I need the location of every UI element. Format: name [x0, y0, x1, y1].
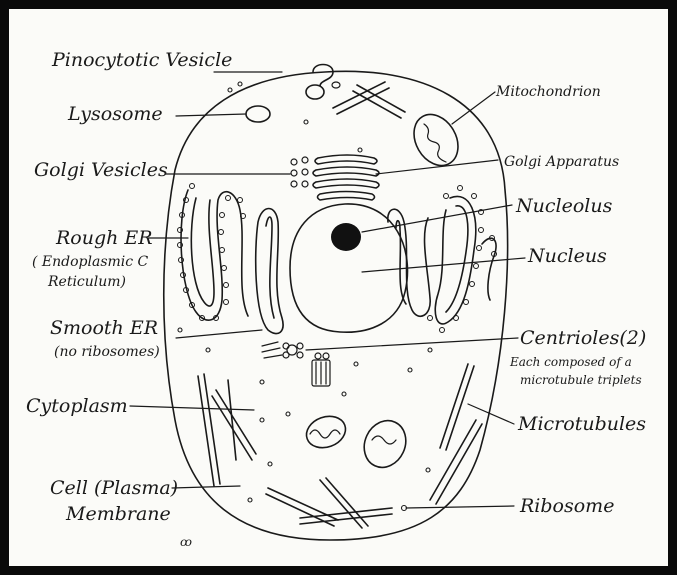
- mitochondrion-lower-2: [357, 414, 414, 474]
- artist-mark: ꝏ: [180, 535, 192, 549]
- golgi-apparatus-shape: [313, 155, 379, 200]
- mitochondrion-shape: [405, 107, 467, 174]
- label-golgi-vesicles: Golgi Vesicles: [34, 159, 168, 181]
- label-ribosome: Ribosome: [519, 495, 614, 517]
- label-mitochondrion: Mitochondrion: [495, 84, 601, 100]
- golgi-vesicles-shape: [291, 157, 308, 187]
- nucleus-shape: [290, 204, 408, 332]
- label-rough-er-note-1: ( Endoplasmic C: [32, 254, 149, 270]
- rough-er-shape: [178, 184, 249, 321]
- pinocytotic-vesicle-bubble: [306, 85, 324, 99]
- centrioles-shape: [262, 342, 330, 386]
- mitochondrion-lower-1: [302, 411, 350, 453]
- pinocytotic-vesicle-shape: [313, 65, 333, 87]
- label-nucleolus: Nucleolus: [515, 195, 613, 217]
- label-rough-er-note-2: Reticulum): [47, 274, 126, 290]
- lysosome-shape: [246, 106, 270, 122]
- label-rough-er: Rough ER: [55, 227, 153, 249]
- label-centrioles: Centrioles(2): [520, 327, 646, 349]
- label-smooth-er-note: (no ribosomes): [54, 344, 160, 360]
- label-golgi-apparatus: Golgi Apparatus: [504, 154, 619, 170]
- label-lysosome: Lysosome: [67, 103, 163, 125]
- label-nucleus: Nucleus: [527, 245, 607, 267]
- label-cell-membrane-2: Membrane: [65, 503, 171, 525]
- label-smooth-er: Smooth ER: [50, 317, 158, 339]
- microtubules-left: [198, 374, 256, 486]
- ribosome-dots: [178, 82, 432, 511]
- microtubules-right: [430, 364, 482, 504]
- label-pinocytotic-vesicle: Pinocytotic Vesicle: [51, 49, 232, 71]
- label-cytoplasm: Cytoplasm: [26, 395, 128, 417]
- label-centrioles-note-1: Each composed of a: [509, 355, 632, 369]
- label-centrioles-note-2: microtubule triplets: [520, 373, 642, 387]
- nucleolus-shape: [331, 223, 361, 251]
- label-microtubules: Microtubules: [517, 413, 646, 435]
- microtubules-bottom: [266, 478, 392, 528]
- leader-lines: [130, 72, 525, 508]
- label-cell-membrane-1: Cell (Plasma): [50, 477, 178, 499]
- rough-er-right-shape: [428, 186, 497, 333]
